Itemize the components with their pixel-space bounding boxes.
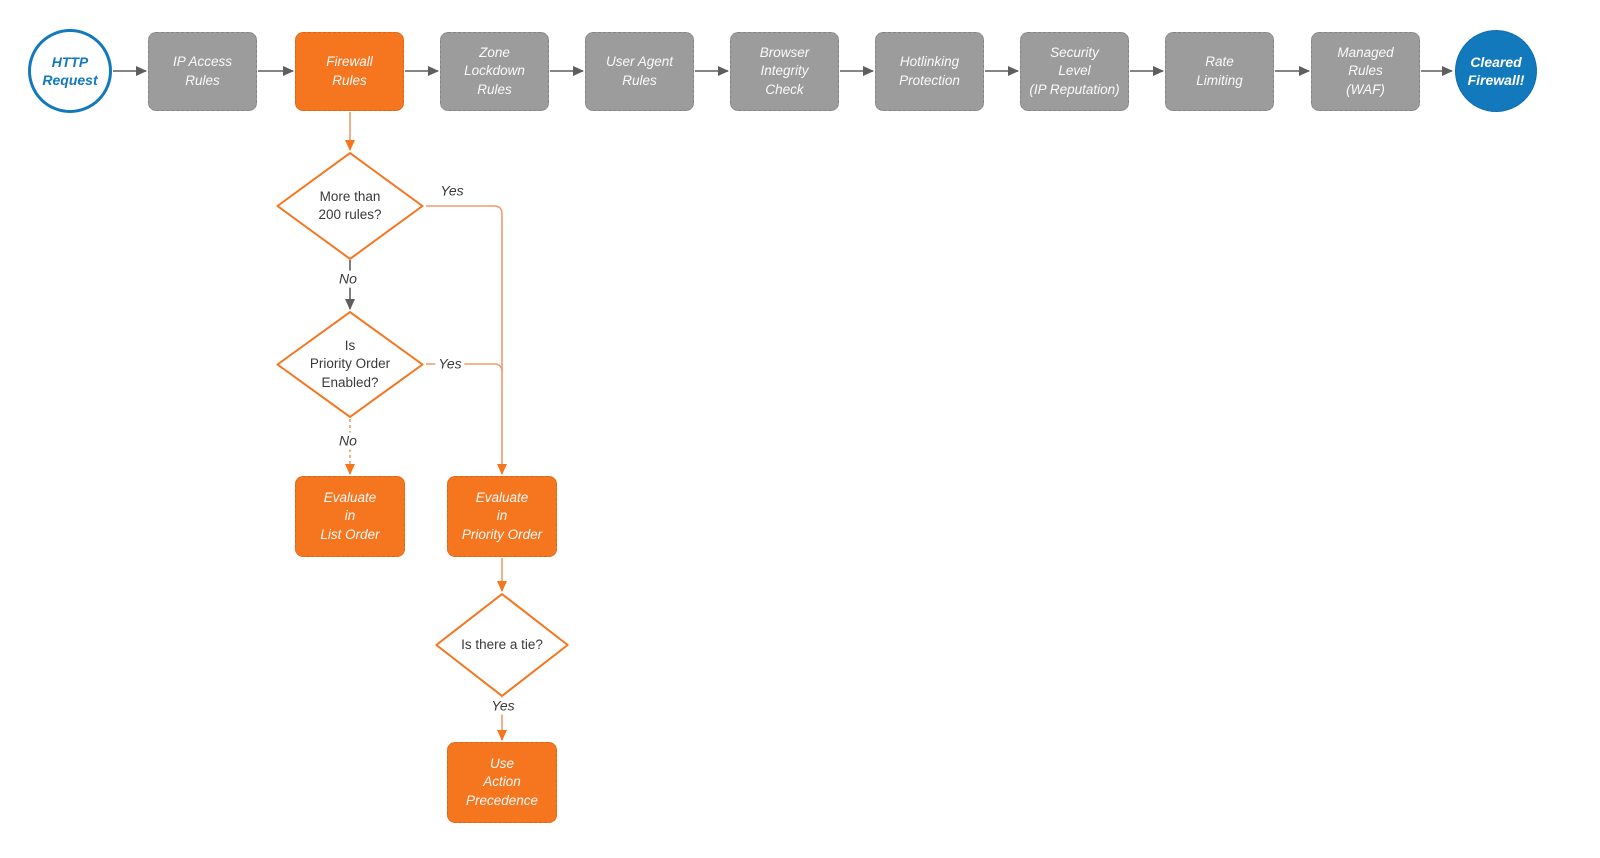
decision-label: More than 200 rules? bbox=[318, 188, 382, 222]
decision-label: Is there a tie? bbox=[461, 636, 543, 652]
edge-label-yes-1: Yes bbox=[440, 182, 464, 199]
node-use-action-precedence: Use Action Precedence bbox=[447, 742, 557, 823]
node-zone-lockdown-rules: Zone Lockdown Rules bbox=[440, 32, 549, 111]
node-hotlinking-protection: Hotlinking Protection bbox=[875, 32, 984, 111]
decision-is-there-a-tie: Is there a tie? bbox=[435, 593, 569, 697]
node-http-request: HTTP Request bbox=[28, 29, 112, 113]
node-evaluate-in-list-order: Evaluate in List Order bbox=[295, 476, 405, 557]
node-managed-rules-waf: Managed Rules (WAF) bbox=[1311, 32, 1420, 111]
decision-label: Is Priority Order Enabled? bbox=[309, 338, 391, 390]
node-security-level: Security Level (IP Reputation) bbox=[1020, 32, 1129, 111]
decision-priority-order-enabled: Is Priority Order Enabled? bbox=[276, 311, 424, 418]
node-browser-integrity-check: Browser Integrity Check bbox=[730, 32, 839, 111]
node-firewall-rules: Firewall Rules bbox=[295, 32, 404, 111]
node-rate-limiting: Rate Limiting bbox=[1165, 32, 1274, 111]
edge-label-yes-3: Yes bbox=[488, 697, 518, 715]
diamond-outline bbox=[435, 593, 569, 697]
decision-more-than-200-rules: More than 200 rules? bbox=[276, 152, 424, 260]
edge-decision1-yes-to-priority-order bbox=[426, 205, 507, 475]
node-cleared-firewall: Cleared Firewall! bbox=[1455, 30, 1537, 112]
diamond-outline bbox=[276, 311, 424, 418]
diamond-outline bbox=[276, 152, 424, 260]
node-user-agent-rules: User Agent Rules bbox=[585, 32, 694, 111]
edge-label-no-1: No bbox=[336, 270, 360, 288]
edge-label-no-2: No bbox=[336, 432, 360, 450]
node-ip-access-rules: IP Access Rules bbox=[148, 32, 257, 111]
node-evaluate-in-priority-order: Evaluate in Priority Order bbox=[447, 476, 557, 557]
edge-label-yes-2: Yes bbox=[435, 355, 465, 373]
